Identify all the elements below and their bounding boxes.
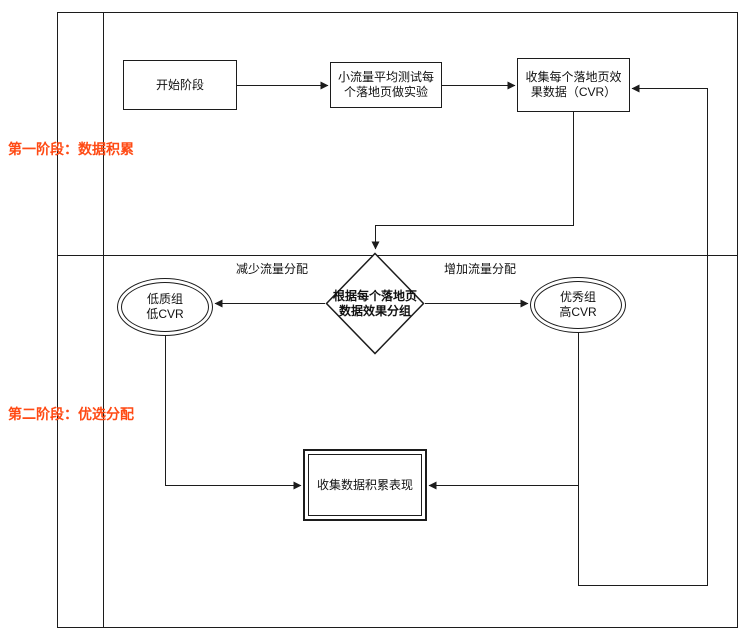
flow-node-accumulate: 收集数据积累表现	[303, 449, 427, 521]
edge-collect-to-decision	[371, 112, 574, 250]
edge-high-to-accumulate	[428, 333, 579, 490]
flow-node-decision: 根据每个落地页 数据效果分组	[325, 252, 425, 355]
edge-feedback-to-collect	[578, 84, 708, 586]
phase-1-label: 第一阶段：数据积累	[8, 141, 134, 157]
edge-label-decrease-traffic: 减少流量分配	[235, 262, 308, 276]
edge-low-to-accumulate	[165, 336, 302, 490]
edge-label-increase-traffic: 增加流量分配	[443, 262, 516, 276]
flow-node-test: 小流量平均测试每 个落地页做实验	[330, 62, 442, 108]
flow-node-start: 开始阶段	[123, 60, 237, 110]
flow-node-high-group: 优秀组 高CVR	[530, 277, 626, 333]
flow-node-high-group-label: 优秀组 高CVR	[559, 290, 597, 319]
flow-node-accumulate-label: 收集数据积累表现	[316, 477, 413, 492]
flow-node-collect-cvr-label: 收集每个落地页效 果数据（CVR）	[525, 70, 622, 99]
flow-node-collect-cvr: 收集每个落地页效 果数据（CVR）	[517, 58, 630, 112]
flow-node-test-label: 小流量平均测试每 个落地页做实验	[337, 70, 434, 99]
phase-2-label: 第二阶段：优选分配	[8, 406, 134, 422]
decision-diamond-shape	[325, 252, 425, 355]
flow-node-low-group-label: 低质组 低CVR	[146, 292, 184, 321]
swimlane-frame	[57, 12, 738, 628]
flow-node-decision-label: 根据每个落地页 数据效果分组	[332, 288, 417, 318]
flow-node-start-label: 开始阶段	[155, 77, 204, 92]
flow-node-low-group: 低质组 低CVR	[117, 278, 213, 336]
